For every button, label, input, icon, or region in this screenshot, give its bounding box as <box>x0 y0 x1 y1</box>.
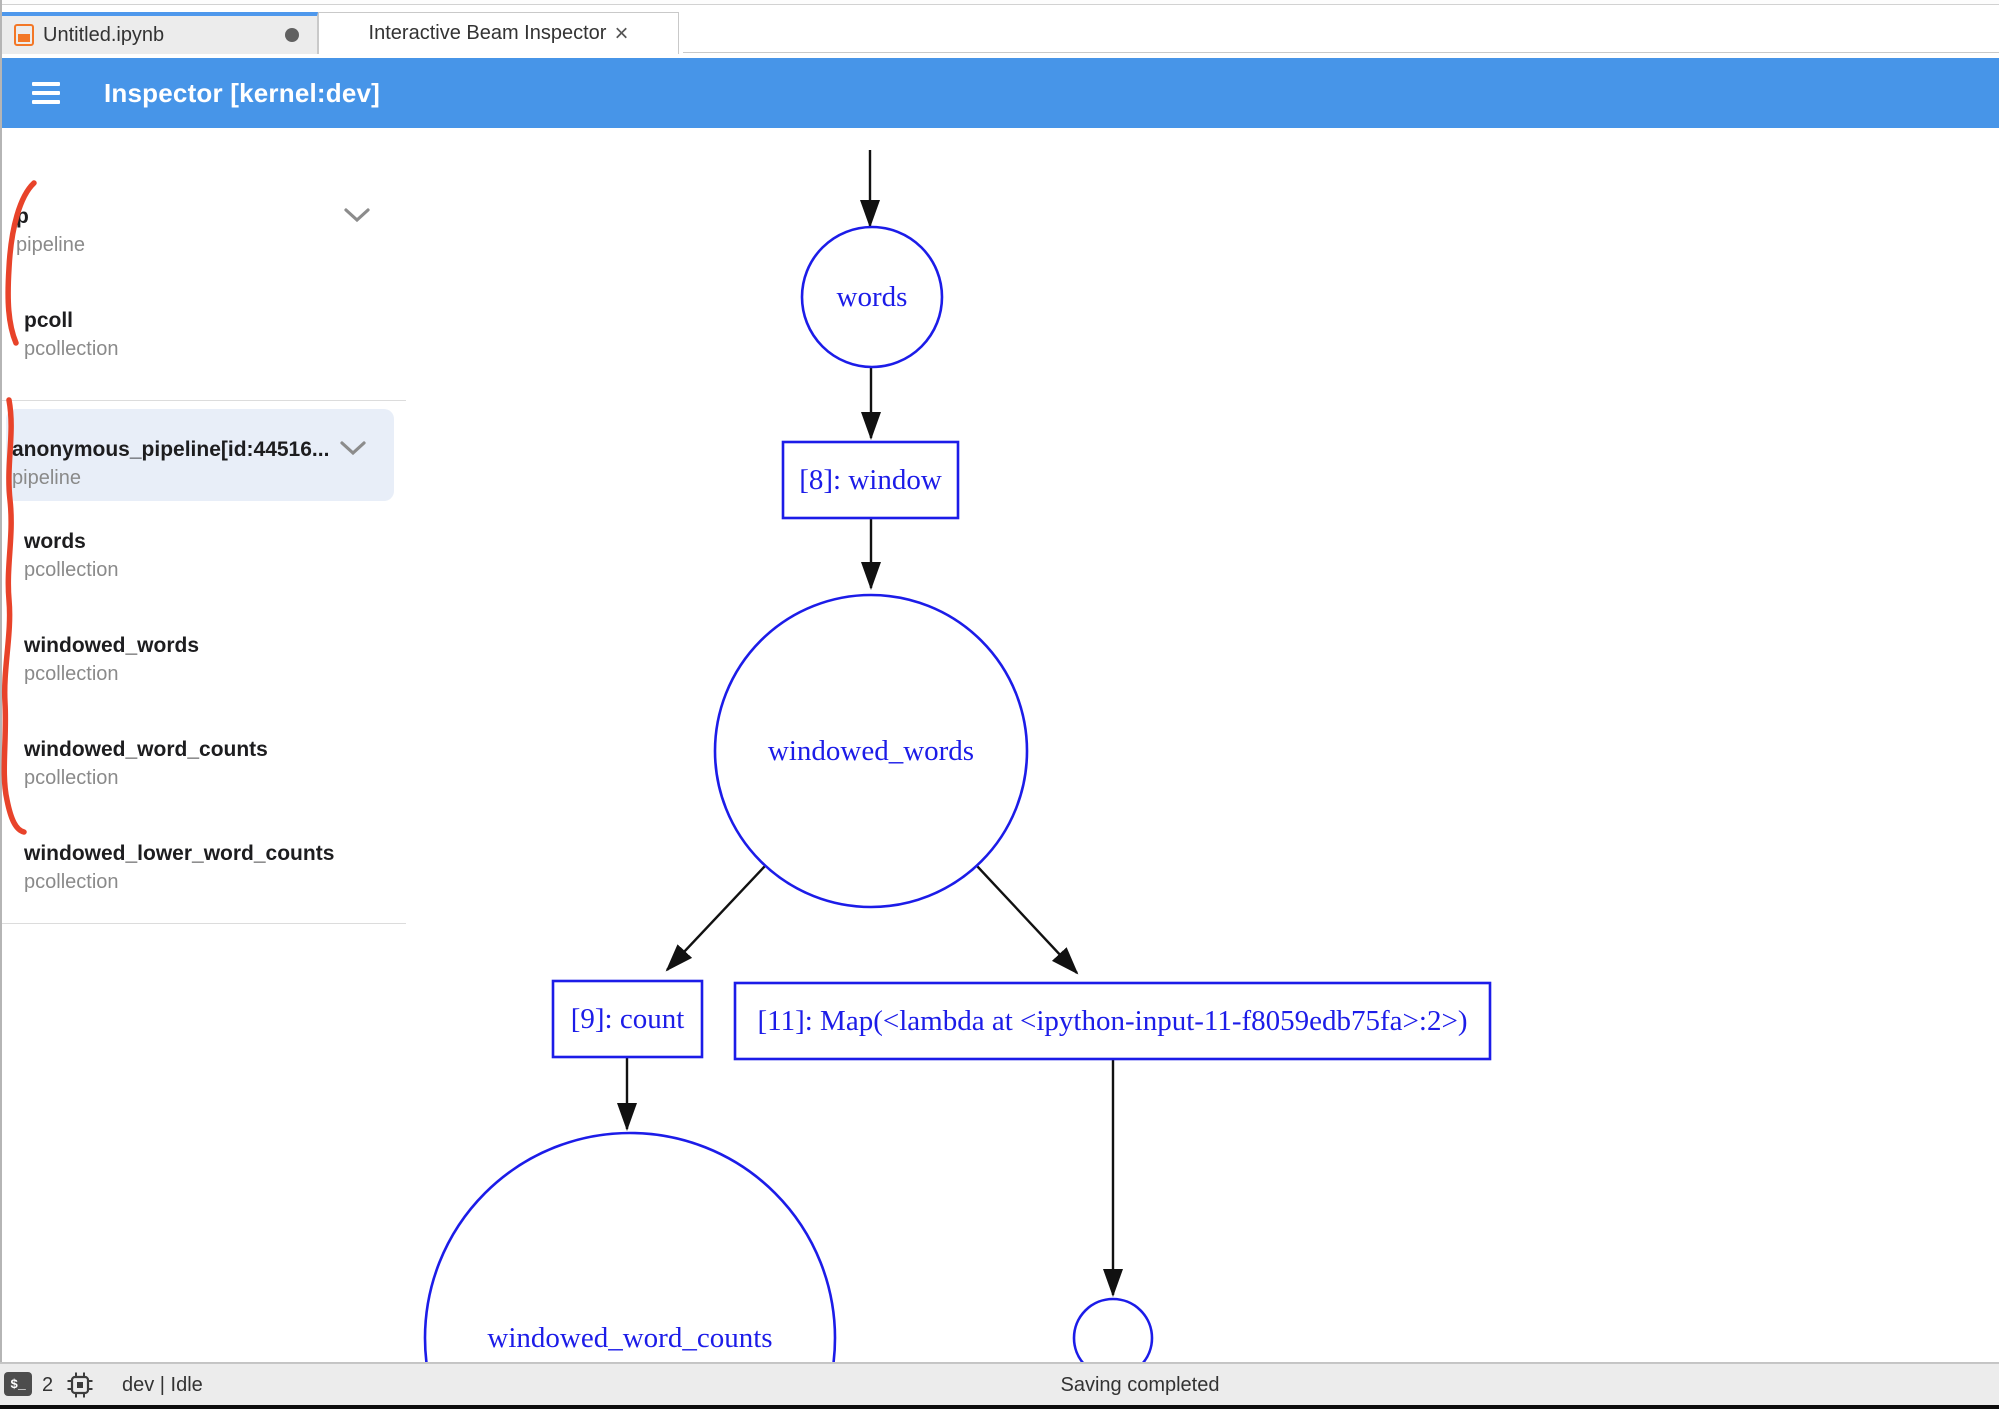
graph-node-windowed_word_counts[interactable]: windowed_word_counts <box>423 1131 837 1362</box>
node-label: words <box>837 281 908 313</box>
tab-bar-hairline <box>683 52 1999 53</box>
page-title: Inspector [kernel:dev] <box>104 77 381 108</box>
item-type: pcollection <box>24 338 119 360</box>
notebook-icon <box>14 24 34 46</box>
graph-node-window-transform[interactable]: [8]: window <box>781 440 960 520</box>
node-label: [8]: window <box>799 464 942 496</box>
graph-node-map-lambda-transform[interactable]: [11]: Map(<lambda at <ipython-input-11-f… <box>733 981 1492 1061</box>
item-name: windowed_word_counts <box>24 738 268 761</box>
graph-node-words[interactable]: words <box>800 225 944 369</box>
item-type: pipeline <box>16 234 85 256</box>
transform-box[interactable] <box>551 979 704 1059</box>
pcollection-circle[interactable] <box>1072 1297 1154 1362</box>
terminal-icon[interactable]: $_ <box>4 1372 32 1396</box>
sidebar-section: anonymous_pipeline[id:44516... pipeline wo… <box>2 401 406 924</box>
sidebar-item-anonymous-pipeline-id-44516[interactable]: anonymous_pipeline[id:44516... pipeline <box>6 409 394 501</box>
pipeline-graph-canvas: words [8]: window windowed_words [9]: count… <box>406 128 1999 1362</box>
item-type: pcollection <box>24 767 119 789</box>
pcollection-circle[interactable] <box>423 1131 837 1362</box>
item-name: anonymous_pipeline[id:44516... <box>12 438 330 461</box>
kernel-status[interactable]: dev | Idle <box>122 1374 203 1396</box>
content-bottom-border <box>0 1362 1999 1363</box>
pipeline-graph: words [8]: window windowed_words [9]: count… <box>423 150 1492 1362</box>
tab-interactive-beam-inspector[interactable]: Interactive Beam Inspector × <box>318 12 679 54</box>
chevron-down-icon[interactable] <box>340 441 366 461</box>
sidebar-section: p pipeline pcoll pcollection <box>2 128 406 401</box>
sidebar-item-pcoll[interactable]: pcoll pcollection <box>18 306 398 366</box>
item-type: pcollection <box>24 559 119 581</box>
tab-label: Untitled.ipynb <box>43 23 165 46</box>
inspector-header: Inspector [kernel:dev] <box>2 58 1999 128</box>
transform-box[interactable] <box>781 440 960 520</box>
node-label: [11]: Map(<lambda at <ipython-input-11-f… <box>758 1005 1468 1037</box>
tab-bar: Untitled.ipynb Interactive Beam Inspecto… <box>2 12 679 54</box>
sidebar-item-windowed-words[interactable]: windowed_words pcollection <box>18 631 398 691</box>
terminal-count[interactable]: 2 <box>42 1374 54 1396</box>
sidebar-item-windowed-lower-word-counts[interactable]: windowed_lower_word_counts pcollection <box>18 839 398 899</box>
pcollection-circle[interactable] <box>800 225 944 369</box>
kernel-chip-icon[interactable] <box>66 1371 94 1399</box>
hamburger-menu-icon[interactable] <box>32 77 60 109</box>
status-bar: $_ 2 dev | Idle Saving completed <box>0 1363 1999 1406</box>
item-name: p <box>16 205 29 228</box>
item-type: pipeline <box>12 467 81 489</box>
item-name: windowed_words <box>24 634 200 657</box>
graph-node-unnamed-pcollection[interactable] <box>1072 1297 1154 1362</box>
unsaved-changes-dot-icon <box>285 28 299 42</box>
node-label: [9]: count <box>571 1003 685 1035</box>
transform-box[interactable] <box>733 981 1492 1061</box>
window-left-edge <box>0 0 2 1409</box>
close-icon[interactable]: × <box>614 19 629 47</box>
window-top-hairline <box>0 4 1999 5</box>
chevron-down-icon[interactable] <box>344 208 370 228</box>
graph-edge <box>665 865 766 972</box>
graph-node-count-transform[interactable]: [9]: count <box>551 979 704 1059</box>
tab-untitled-ipynb[interactable]: Untitled.ipynb <box>2 12 318 54</box>
item-name: pcoll <box>24 309 74 332</box>
item-name: words <box>24 530 86 553</box>
item-name: windowed_lower_word_counts <box>24 842 335 865</box>
sidebar-item-words[interactable]: words pcollection <box>18 527 398 587</box>
pcollection-circle[interactable] <box>713 593 1029 909</box>
node-label: windowed_word_counts <box>487 1322 772 1354</box>
item-type: pcollection <box>24 871 119 893</box>
sidebar-item-p[interactable]: p pipeline <box>10 202 398 262</box>
tab-label: Interactive Beam Inspector <box>368 22 607 44</box>
sidebar-item-windowed-word-counts[interactable]: windowed_word_counts pcollection <box>18 735 398 795</box>
graph-node-windowed_words[interactable]: windowed_words <box>713 593 1029 909</box>
window-bottom-edge <box>0 1405 1999 1409</box>
save-status-message: Saving completed <box>1060 1374 1220 1396</box>
graph-edge <box>976 865 1079 975</box>
node-label: windowed_words <box>768 735 974 767</box>
item-type: pcollection <box>24 663 119 685</box>
